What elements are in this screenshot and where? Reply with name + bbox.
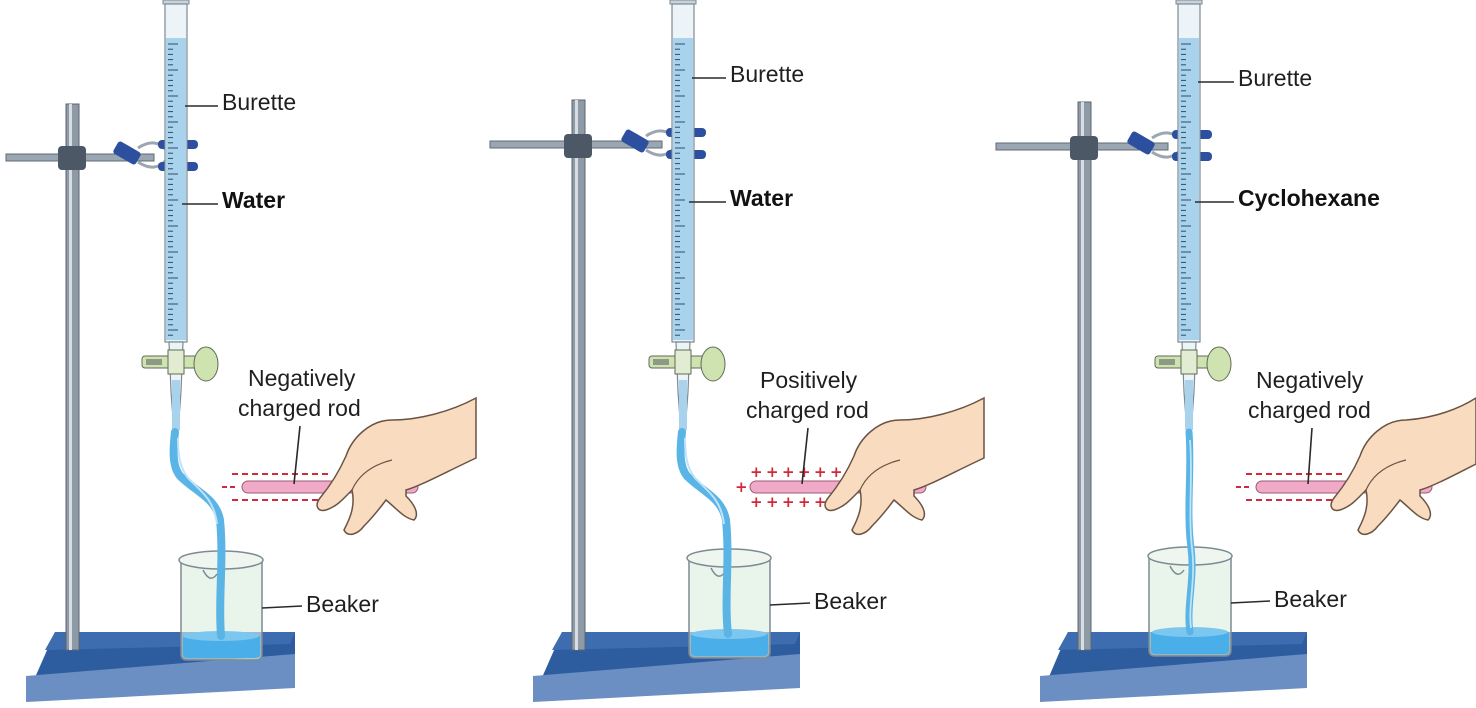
- rod-label-line1-1: Negatively: [248, 365, 356, 391]
- panel-1: Burette Water Negatively charged rod Bea…: [6, 0, 476, 702]
- burette-label-3: Burette: [1238, 65, 1312, 91]
- beaker-label-1: Beaker: [306, 591, 379, 617]
- beaker-label-2: Beaker: [814, 588, 887, 614]
- svg-text:+: +: [750, 463, 763, 481]
- svg-text:+: +: [814, 493, 827, 511]
- stand-rod-1: [66, 104, 79, 650]
- burette-2: [649, 0, 725, 432]
- burette-3: [1155, 0, 1231, 432]
- svg-text:+: +: [814, 463, 827, 481]
- burette-1: [142, 0, 218, 432]
- svg-text:+: +: [750, 493, 763, 511]
- rod-label-line1-2: Positively: [760, 367, 858, 393]
- panel-3: Burette Cyclohexane Negatively charged r…: [996, 0, 1476, 702]
- burette-label-1: Burette: [222, 89, 296, 115]
- svg-text:+: +: [735, 478, 748, 496]
- svg-text:+: +: [782, 493, 795, 511]
- rod-label-line2-1: charged rod: [238, 395, 361, 421]
- rod-label-line2-2: charged rod: [746, 397, 869, 423]
- rod-label-line1-3: Negatively: [1256, 367, 1364, 393]
- liquid-label-3: Cyclohexane: [1238, 185, 1380, 211]
- panel-2: + + + + + + + + + + + + + Burette Water …: [490, 0, 984, 702]
- svg-text:+: +: [766, 493, 779, 511]
- stand-rod-3: [1078, 102, 1091, 650]
- burette-label-2: Burette: [730, 61, 804, 87]
- stand-rod-2: [572, 100, 585, 650]
- svg-text:+: +: [766, 463, 779, 481]
- liquid-label-1: Water: [222, 187, 285, 213]
- svg-text:+: +: [782, 463, 795, 481]
- svg-text:+: +: [830, 463, 843, 481]
- beaker-label-3: Beaker: [1274, 586, 1347, 612]
- liquid-label-2: Water: [730, 185, 793, 211]
- svg-text:+: +: [798, 493, 811, 511]
- rod-label-line2-3: charged rod: [1248, 397, 1371, 423]
